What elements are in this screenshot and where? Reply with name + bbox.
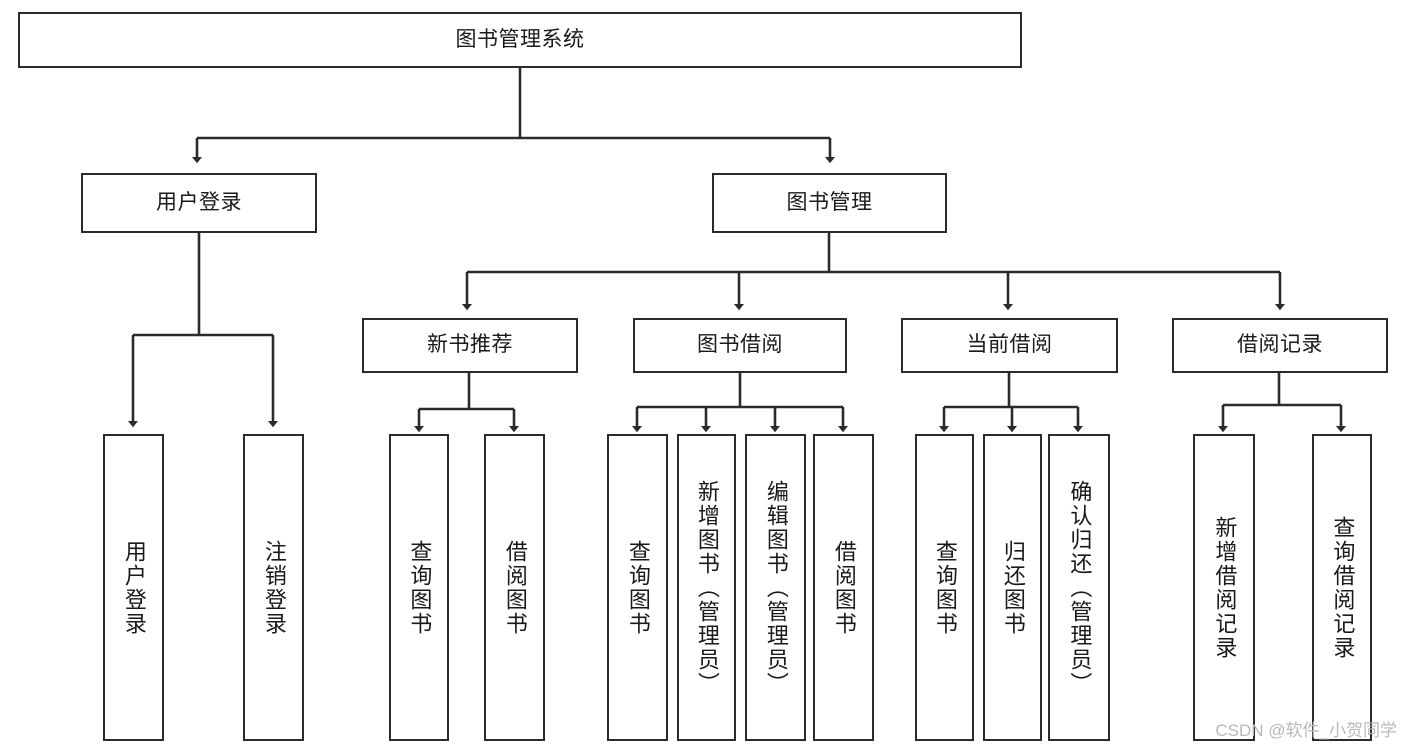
node-label: 查询图书 xyxy=(932,539,958,636)
node-label: 查询图书 xyxy=(625,539,651,636)
node-label: 新增借阅记录 xyxy=(1212,515,1238,660)
node-new-book-recommend[interactable]: 新书推荐 xyxy=(362,318,578,373)
node-root-system[interactable]: 图书管理系统 xyxy=(18,12,1022,68)
node-label: 借阅图书 xyxy=(831,539,857,636)
leaf-user-login[interactable]: 用户登录 xyxy=(103,434,164,741)
node-label: 归还图书 xyxy=(1000,539,1026,636)
node-label: 确认归还（管理员） xyxy=(1067,479,1093,696)
leaf-recommend-borrow-book[interactable]: 借阅图书 xyxy=(484,434,545,741)
node-current-borrow[interactable]: 当前借阅 xyxy=(901,318,1118,373)
leaf-current-query-book[interactable]: 查询图书 xyxy=(915,434,974,741)
node-label: 借阅图书 xyxy=(502,539,528,636)
leaf-user-logout[interactable]: 注销登录 xyxy=(243,434,304,741)
node-book-borrow[interactable]: 图书借阅 xyxy=(633,318,847,373)
node-label: 查询图书 xyxy=(407,539,433,636)
node-label: 当前借阅 xyxy=(966,333,1053,357)
node-book-management[interactable]: 图书管理 xyxy=(712,173,947,233)
node-label: 新书推荐 xyxy=(427,333,513,357)
node-label: 用户登录 xyxy=(121,539,147,636)
node-label: 图书管理 xyxy=(786,190,873,214)
node-label: 编辑图书（管理员） xyxy=(763,479,789,696)
leaf-current-return-book[interactable]: 归还图书 xyxy=(983,434,1042,741)
leaf-borrow-edit-book-admin[interactable]: 编辑图书（管理员） xyxy=(745,434,806,741)
node-borrow-record[interactable]: 借阅记录 xyxy=(1172,318,1388,373)
leaf-current-confirm-return-admin[interactable]: 确认归还（管理员） xyxy=(1048,434,1110,741)
leaf-borrow-borrow-book[interactable]: 借阅图书 xyxy=(813,434,874,741)
csdn-watermark: CSDN @软件_小贺同学 xyxy=(1215,721,1397,740)
node-label: 注销登录 xyxy=(261,539,287,636)
leaf-record-query-record[interactable]: 查询借阅记录 xyxy=(1312,434,1372,741)
leaf-borrow-add-book-admin[interactable]: 新增图书（管理员） xyxy=(677,434,736,741)
node-user-login[interactable]: 用户登录 xyxy=(81,173,317,233)
node-label: 图书管理系统 xyxy=(455,27,585,51)
node-label: 借阅记录 xyxy=(1237,333,1323,357)
node-label: 新增图书（管理员） xyxy=(694,479,720,696)
node-label: 查询借阅记录 xyxy=(1330,515,1356,660)
leaf-recommend-query-book[interactable]: 查询图书 xyxy=(389,434,449,741)
leaf-borrow-query-book[interactable]: 查询图书 xyxy=(607,434,668,741)
leaf-record-add-record[interactable]: 新增借阅记录 xyxy=(1193,434,1255,741)
node-label: 图书借阅 xyxy=(697,333,783,357)
node-label: 用户登录 xyxy=(156,190,242,214)
